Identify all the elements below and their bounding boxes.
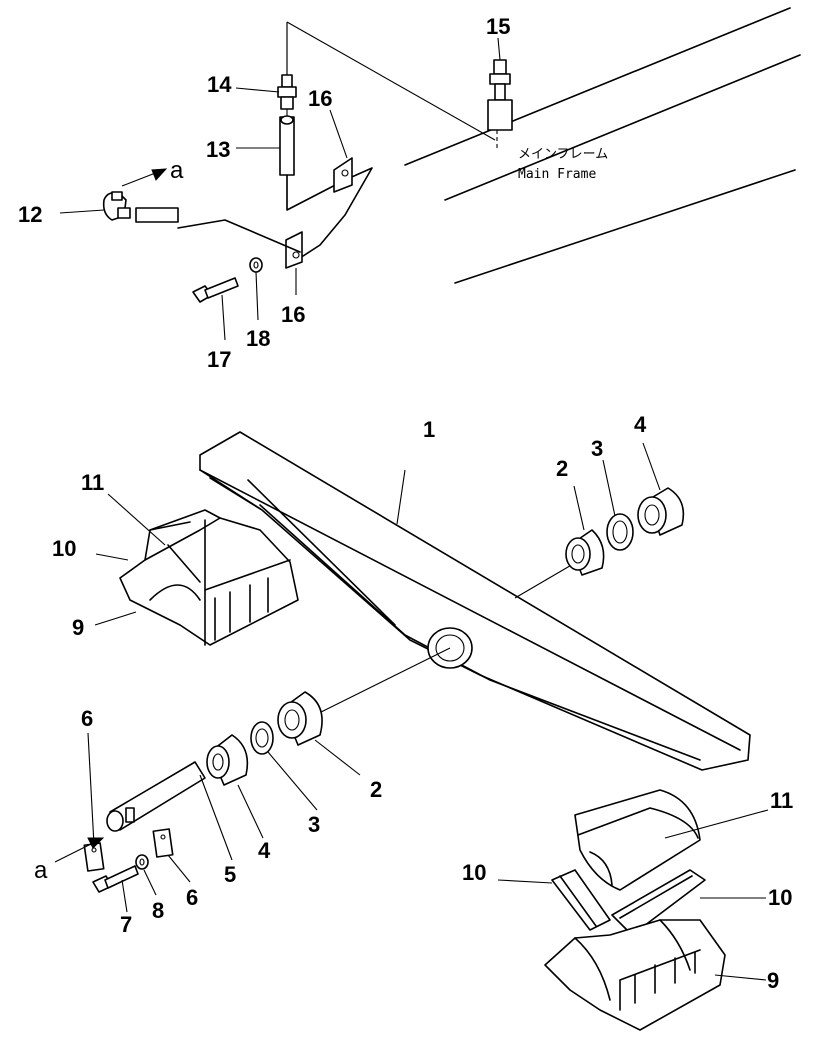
saddle-housing-left: [119, 509, 299, 646]
callout-10-left: 10: [52, 536, 76, 561]
callout-labels: 1 2 2 3 3 4 4 5 6 6 7 8 9 9 10 10 10 11 …: [18, 14, 793, 993]
callout-4-left: 4: [258, 838, 271, 863]
callout-16-upper: 16: [308, 86, 332, 111]
callout-5: 5: [224, 862, 236, 887]
elbow-fitting-12: [102, 191, 301, 253]
bolt-7: [92, 865, 139, 913]
callout-15: 15: [486, 14, 510, 39]
base-9-right: [544, 919, 767, 1031]
washer-8: [135, 854, 157, 896]
bearing-3-right: [606, 513, 634, 551]
callout-10-right-b: 10: [768, 885, 792, 910]
callout-18: 18: [246, 326, 270, 351]
plate-6-upper: [83, 732, 105, 872]
bushing-2-right: [565, 529, 605, 576]
plate-6-lower: [152, 828, 191, 883]
callout-7: 7: [120, 912, 132, 937]
callout-8: 8: [152, 898, 164, 923]
callout-9-left: 9: [72, 615, 84, 640]
liner-10-right-right: [611, 869, 766, 936]
grease-line-assembly: メインフレーム Main Frame: [59, 7, 801, 341]
main-frame-note-english: Main Frame: [518, 167, 596, 182]
callout-10-right-a: 10: [462, 860, 486, 885]
grease-fitting-14: [277, 74, 297, 110]
callout-3-right: 3: [591, 436, 603, 461]
callout-17: 17: [207, 347, 231, 372]
view-arrow-a-upper: [121, 168, 168, 187]
bushing-4-right: [637, 487, 685, 536]
callout-6-upper: 6: [81, 706, 93, 731]
main-frame-outline: [404, 7, 801, 284]
callout-4-right: 4: [634, 412, 647, 437]
hose-13: [279, 115, 373, 259]
callout-9-right: 9: [767, 968, 779, 993]
cap-11-right: [574, 789, 769, 891]
callout-3-left: 3: [308, 812, 320, 837]
callout-13: 13: [206, 137, 230, 162]
clamp-16-upper: [333, 157, 353, 193]
bushing-4-left: [206, 734, 249, 786]
bearing-3-left: [250, 721, 274, 755]
callout-12: 12: [18, 202, 42, 227]
view-arrow-a-lower: [54, 837, 105, 863]
callout-14: 14: [207, 72, 232, 97]
bolt-17: [192, 277, 239, 303]
view-letter-lower: a: [34, 857, 48, 884]
main-frame-note-japanese: メインフレーム: [518, 147, 608, 162]
callout-1: 1: [423, 417, 435, 442]
callout-11-left: 11: [81, 470, 104, 495]
view-letter-upper: a: [170, 157, 184, 184]
callout-2-right: 2: [556, 456, 568, 481]
pin-5: [106, 761, 233, 861]
washer-18: [249, 257, 263, 273]
liner-10-right-left: [497, 869, 611, 931]
callout-16-lower: 16: [281, 302, 305, 327]
main-frame-note: メインフレーム Main Frame: [518, 147, 608, 182]
callout-11-right: 11: [770, 788, 793, 813]
callout-2-left: 2: [370, 777, 382, 802]
bushing-2-left: [277, 691, 323, 746]
grease-fitting-15: [487, 59, 513, 150]
callout-6-lower: 6: [186, 885, 198, 910]
